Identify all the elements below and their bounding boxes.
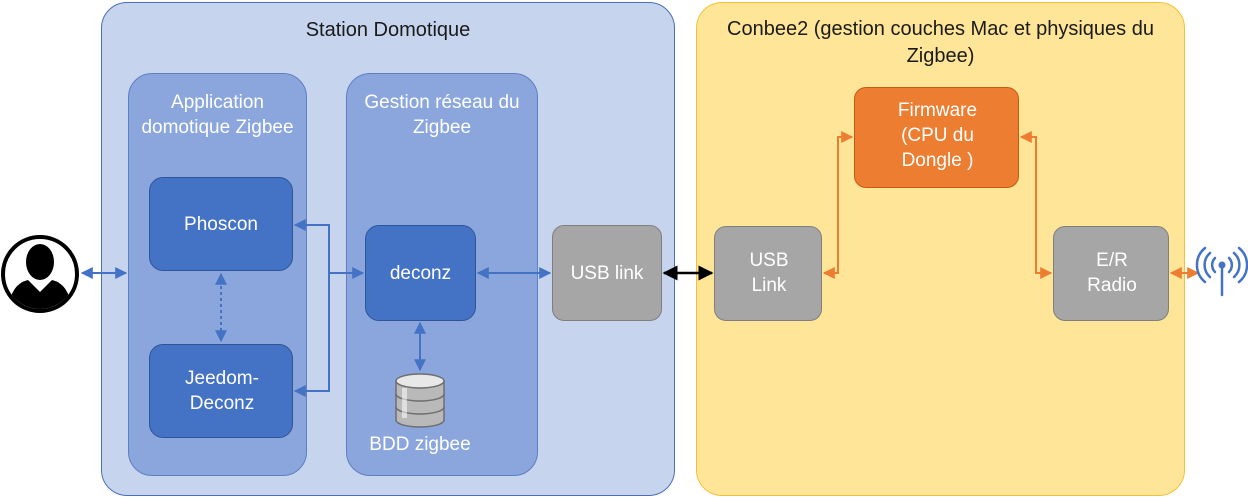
jeedom-deconz-node: Jeedom-Deconz xyxy=(149,344,293,438)
usb-link-host-label: USB link xyxy=(570,263,644,284)
phoscon-deconz-link xyxy=(293,219,365,279)
jeedom-deconz-label: Jeedom-Deconz xyxy=(185,368,259,414)
jeedom-deconz-link xyxy=(293,273,330,397)
radio-node: E/R Radio xyxy=(1053,226,1169,321)
usb-firmware-link xyxy=(822,131,854,279)
deconz-label: deconz xyxy=(389,263,452,284)
firmware-label: Firmware (CPU du Dongle ) xyxy=(897,100,978,171)
database-icon xyxy=(395,373,445,428)
network-zone-title: Gestion réseau du Zigbee xyxy=(364,92,520,138)
antenna-icon xyxy=(1195,246,1248,297)
conbee2-title: Conbee2 (gestion couches Mac et physique… xyxy=(727,18,1154,67)
usb-link-dongle-label: USB Link xyxy=(749,250,789,296)
station-domotique-title: Station Domotique xyxy=(305,19,471,41)
application-zone-title: Application domotique Zigbee xyxy=(141,92,294,138)
bdd-zigbee-label: BDD zigbee xyxy=(369,434,471,455)
deconz-node: deconz xyxy=(365,225,476,321)
phoscon-node: Phoscon xyxy=(149,177,293,271)
firmware-node: Firmware (CPU du Dongle ) xyxy=(854,87,1019,188)
usb-link-host-node: USB link xyxy=(552,225,662,321)
radio-label: E/R Radio xyxy=(1087,250,1137,296)
user-silhouette-icon xyxy=(1,235,79,313)
firmware-radio-link xyxy=(1019,131,1053,279)
usb-link-dongle-node: USB Link xyxy=(714,226,822,321)
phoscon-label: Phoscon xyxy=(184,214,258,235)
